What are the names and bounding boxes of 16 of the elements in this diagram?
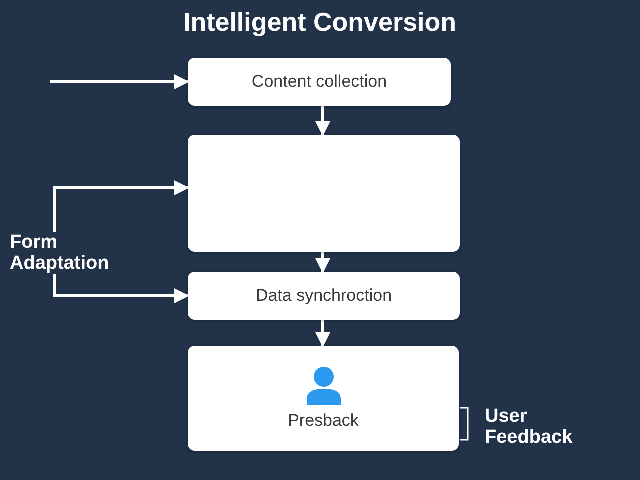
arrow	[50, 74, 190, 90]
arrow	[316, 252, 330, 274]
arrow	[54, 274, 190, 304]
box-label: Data synchroction	[256, 286, 392, 306]
loop-label: Form Adaptation	[10, 232, 116, 274]
box-label: Content collection	[252, 72, 388, 92]
box-label: Presback	[288, 410, 359, 430]
process-box	[188, 272, 460, 320]
arrow	[54, 180, 190, 232]
process-box	[188, 346, 459, 451]
arrow	[316, 106, 330, 136]
arrow	[316, 320, 330, 348]
process-box	[188, 58, 451, 106]
process-box	[188, 135, 460, 252]
diagram-title: Intelligent Conversion	[183, 7, 457, 37]
side-label: User Feedback	[485, 406, 574, 448]
